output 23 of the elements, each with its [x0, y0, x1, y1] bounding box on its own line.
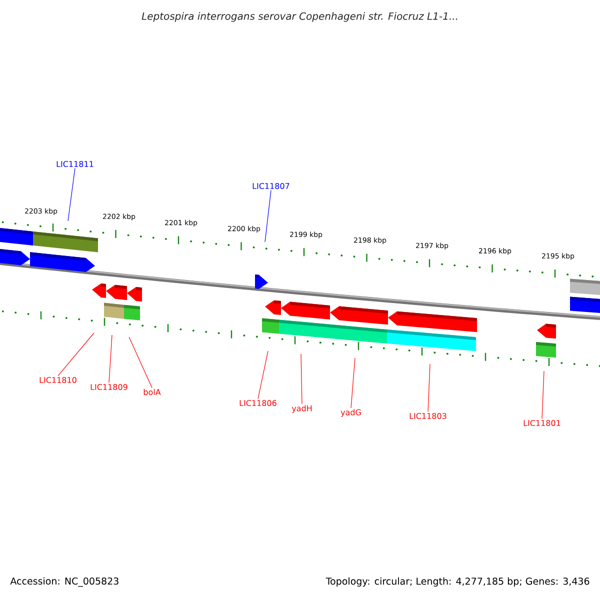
leader-line: [108, 334, 112, 384]
leader-line: [300, 354, 302, 404]
gene-label: LIC11807: [252, 182, 290, 190]
leader-line: [58, 332, 94, 376]
title: Leptospira interrogans serovar Copenhageni str. Fiocruz L1-1...: [142, 12, 458, 22]
leader-line: [68, 168, 76, 222]
gene-label: yadH: [292, 405, 312, 413]
leader-line: [542, 370, 544, 420]
leader-line: [128, 336, 152, 388]
leader-line: [264, 190, 272, 242]
gene-label: yadG: [340, 409, 361, 417]
gene-label: LIC11806: [240, 400, 276, 406]
gene-label: LIC11801: [524, 420, 560, 426]
gene-label: LIC11803: [410, 412, 446, 420]
leader-line: [350, 358, 356, 408]
footer-text: Topology: circular; Length: 4,277,185 bp; Genes: 3,436: [326, 577, 590, 587]
leader-line: [258, 350, 268, 400]
leader-line: [428, 364, 430, 412]
gene-label: bolA: [144, 388, 161, 396]
gene-label: LIC11809: [90, 384, 128, 390]
gene-label: LIC11811: [56, 160, 94, 168]
footer-text: Accession: NC_005823: [10, 577, 118, 587]
gene-label: LIC11810: [40, 376, 76, 384]
